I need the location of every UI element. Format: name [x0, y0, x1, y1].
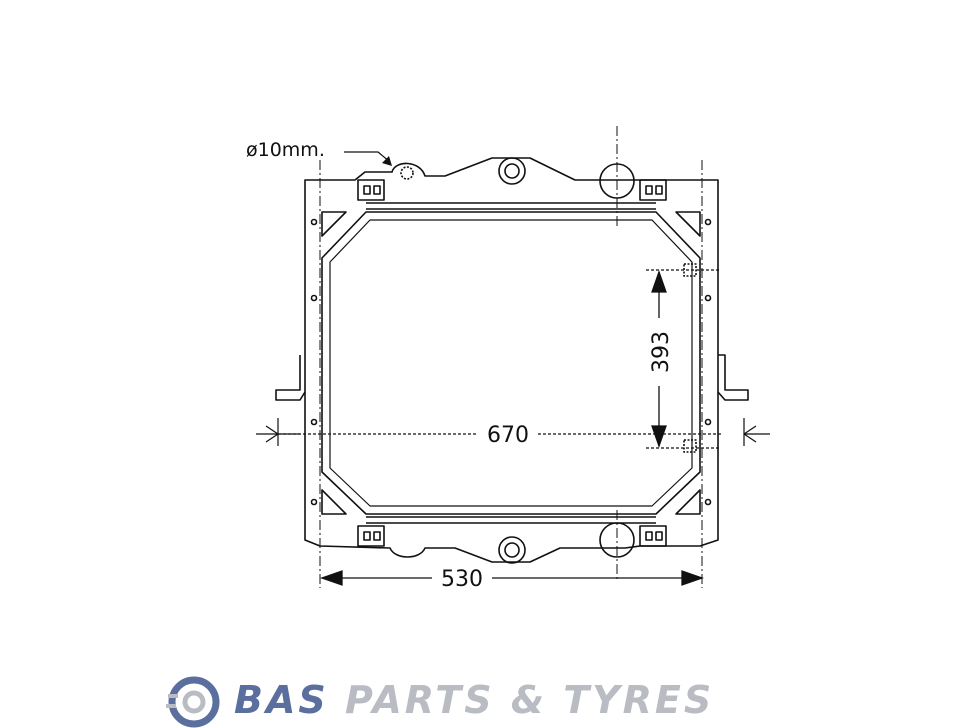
logo-tagline-text: PARTS & TYRES: [344, 678, 715, 722]
hole-diameter-note: ø10mm.: [246, 139, 325, 161]
radiator-outer-frame: [304, 157, 719, 563]
brand-logo: BAS PARTS & TYRES: [164, 676, 824, 728]
dim-width-core-label: 670: [487, 423, 529, 448]
bottom-outlet-pipe: [498, 536, 526, 564]
dim-height-label: 393: [649, 331, 674, 373]
top-outlet-pipe: [498, 157, 526, 185]
wheel-icon: [166, 676, 220, 728]
logo-brand-text: BAS: [234, 678, 329, 722]
radiator-core-frame: [321, 211, 701, 515]
dim-width-bottom-label: 530: [441, 567, 483, 592]
